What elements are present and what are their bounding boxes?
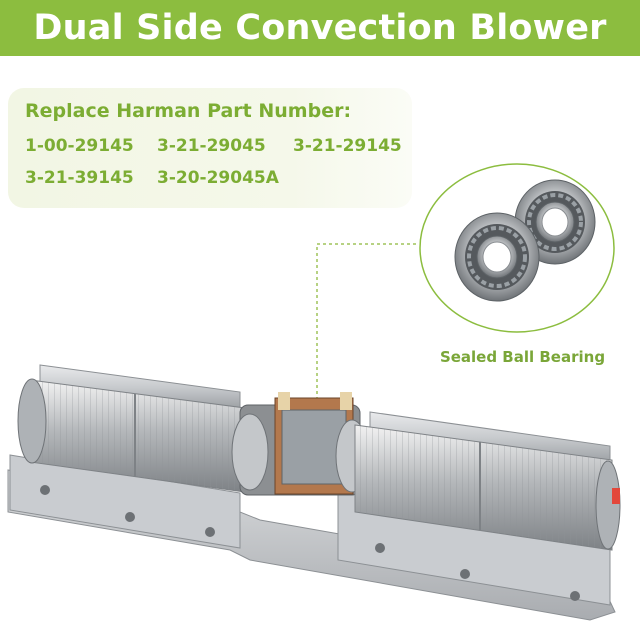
- title-banner: Dual Side Convection Blower: [0, 0, 640, 56]
- bearing-callout-image: [419, 163, 615, 333]
- part-numbers-list: 1-00-29145 3-21-29045 3-21-29145 3-21-39…: [25, 136, 410, 188]
- motor: [231, 392, 369, 496]
- bearing-caption: Sealed Ball Bearing: [439, 348, 606, 366]
- part-number: 3-21-39145: [25, 168, 134, 188]
- part-number: 3-21-29145: [293, 136, 402, 156]
- part-number: 3-21-29045: [157, 136, 266, 156]
- right-blower-wheel: [354, 424, 621, 551]
- part-numbers-panel: Replace Harman Part Number: 1-00-29145 3…: [8, 88, 412, 208]
- page-title: Dual Side Convection Blower: [33, 8, 607, 48]
- part-numbers-heading: Replace Harman Part Number:: [25, 100, 352, 122]
- ball-bearing-back: [514, 179, 596, 265]
- ball-bearing-front: [454, 212, 540, 302]
- part-number: 3-20-29045A: [157, 168, 279, 188]
- part-number: 1-00-29145: [25, 136, 134, 156]
- left-blower-wheel: [17, 378, 246, 493]
